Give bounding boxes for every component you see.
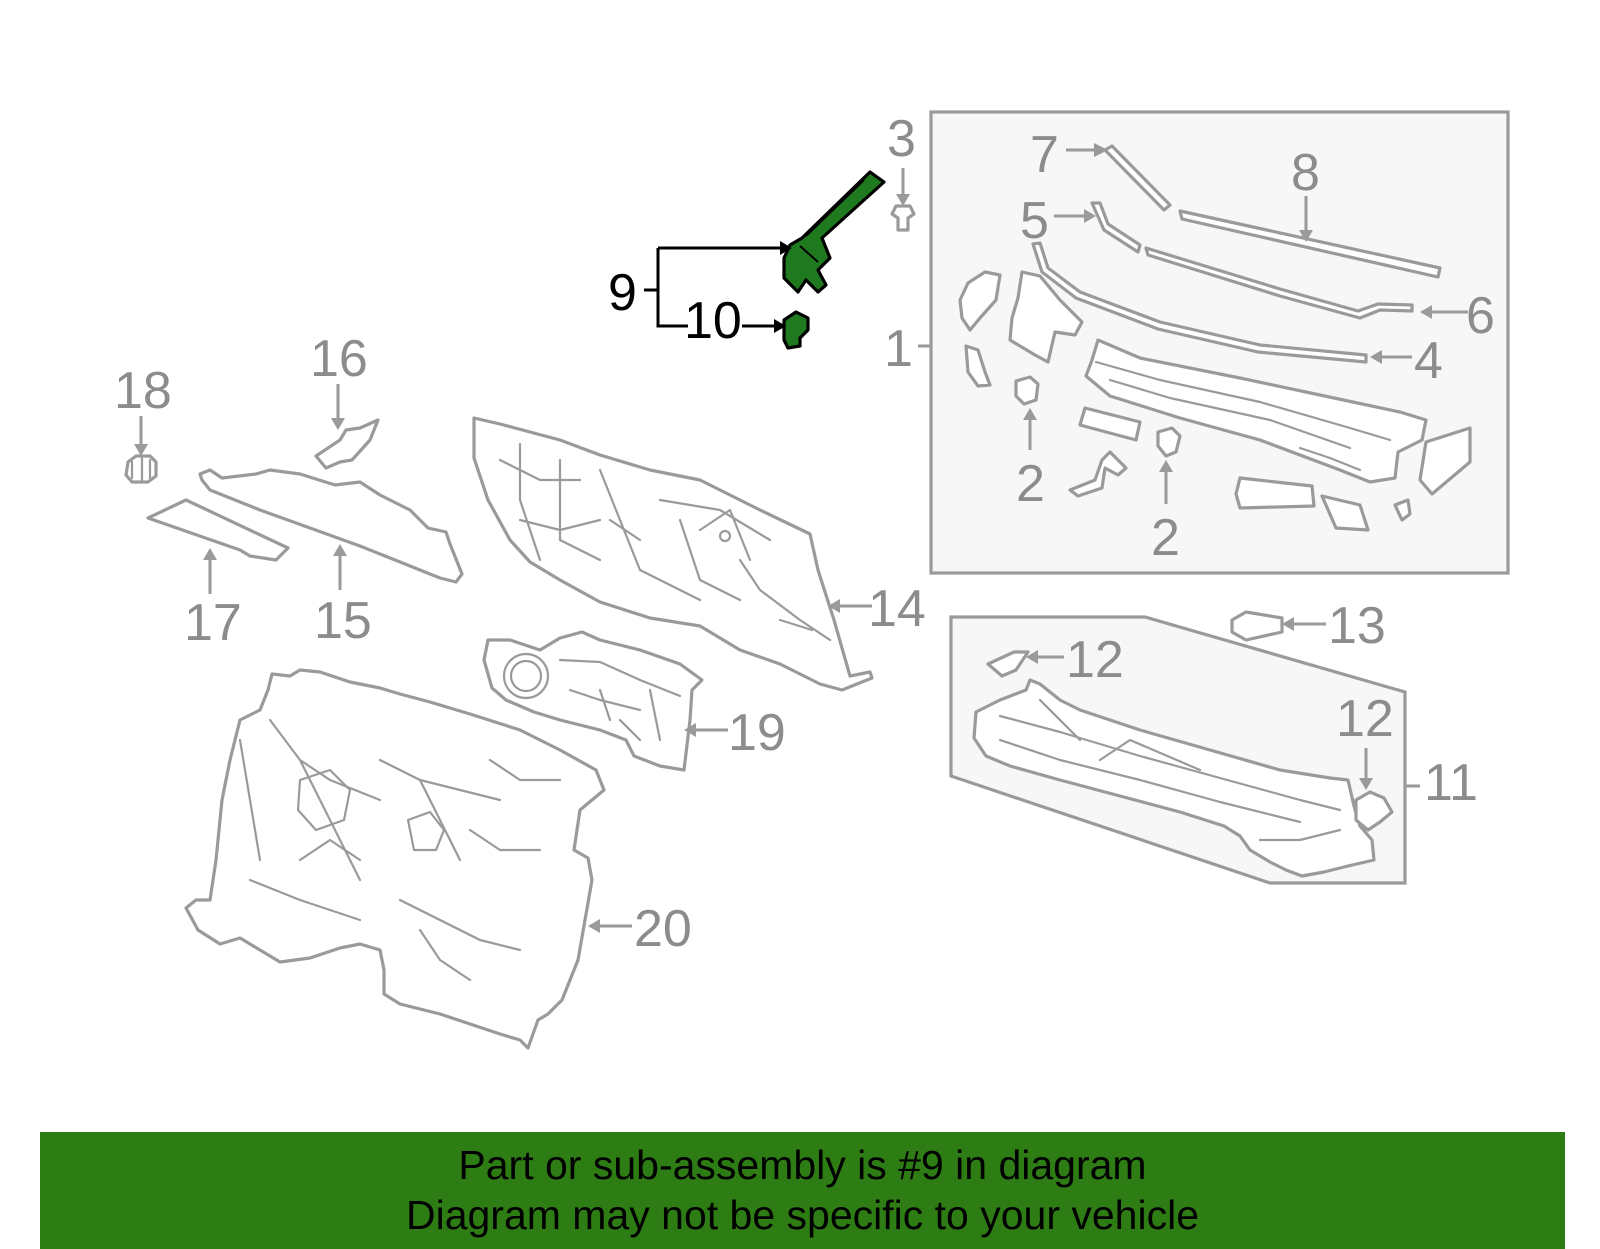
callout-14: 14 (868, 580, 926, 638)
part-4-seal (1031, 241, 1368, 364)
callout-7: 7 (1030, 126, 1059, 184)
arrow-10 (774, 319, 786, 333)
part-7-molding (1103, 144, 1172, 212)
part-19-grommet-inner (509, 659, 543, 693)
part-18-nut-detail (130, 456, 152, 482)
part-1-cowl-lower-right (1320, 494, 1370, 532)
part-16-bracket (314, 418, 380, 470)
part-9-detail (799, 179, 865, 263)
part-1-cowl-lower-tray (1078, 406, 1142, 442)
arrow-12a (1026, 650, 1038, 664)
part-1-cowl-right-end (1418, 426, 1472, 496)
part-20-dash-insulator (184, 668, 606, 1050)
part-1-cowl-main (1084, 338, 1428, 484)
part-17-pad (146, 498, 290, 562)
arrow-7 (1094, 143, 1108, 157)
part-1-cowl-left-end (958, 270, 1002, 332)
callout-1: 1 (884, 320, 913, 378)
part-3-push-pin (890, 204, 916, 232)
part-11-detail (998, 698, 1342, 842)
arrow-9 (780, 241, 792, 255)
arrow-2b (1159, 460, 1173, 472)
callout-16: 16 (310, 330, 368, 388)
part-1-cowl-hose (1068, 450, 1128, 498)
arrow-5 (1084, 209, 1096, 223)
arrow-18 (134, 444, 148, 456)
part-1-cowl-clip (1393, 498, 1412, 522)
part-12-clip-left (986, 650, 1030, 678)
part-2-clip-b (1156, 426, 1182, 458)
part-6-seal (1144, 246, 1414, 320)
part-15-insulator (198, 468, 464, 584)
part-14-grommet (718, 529, 732, 543)
part-20-cutout-2 (406, 810, 446, 852)
leader-9 (644, 246, 782, 328)
callout-9: 9 (608, 264, 637, 322)
part-14-dash-insulator (472, 416, 874, 692)
callout-8: 8 (1291, 144, 1320, 202)
callout-12-right: 12 (1336, 690, 1394, 748)
part-1-cowl-main-detail (1094, 360, 1392, 472)
part-9-cowl-bracket[interactable] (782, 170, 886, 294)
part-12-clip-right (1354, 790, 1394, 832)
arrow-19 (684, 723, 696, 737)
callout-4: 4 (1414, 332, 1443, 390)
arrow-2a (1023, 408, 1037, 420)
callout-19: 19 (728, 704, 786, 762)
part-19-grommet (502, 652, 550, 700)
callout-10: 10 (684, 292, 742, 350)
callout-2-left: 2 (1016, 455, 1045, 513)
callout-11: 11 (1424, 754, 1478, 812)
callout-6: 6 (1466, 287, 1495, 345)
part-13-duct (1230, 610, 1284, 642)
footer-banner: Part or sub-assembly is #9 in diagram Di… (40, 1132, 1565, 1249)
part-14-detail (498, 442, 832, 642)
arrow-4 (1370, 350, 1382, 364)
parts-diagram: 1 2 2 3 4 5 6 7 8 9 10 11 12 12 13 14 15… (114, 110, 1510, 1050)
part-11-cowl-lower (972, 678, 1376, 878)
callout-15: 15 (314, 592, 372, 650)
arrow-8 (1299, 230, 1313, 242)
arrow-15 (333, 544, 347, 556)
part-1-cowl-lower-center (1234, 476, 1316, 510)
arrow-17 (203, 548, 217, 560)
callout-12-left: 12 (1066, 631, 1124, 689)
arrow-3 (896, 194, 910, 206)
part-19-detail (558, 658, 682, 742)
arrow-6 (1420, 305, 1432, 319)
callout-3: 3 (887, 110, 916, 168)
callout-5: 5 (1020, 192, 1049, 250)
arrow-20 (588, 919, 600, 933)
part-10-bracket-clip (782, 310, 810, 350)
part-20-cutout (296, 768, 352, 832)
footer-line-1: Part or sub-assembly is #9 in diagram (458, 1142, 1147, 1188)
footer-line-2: Diagram may not be specific to your vehi… (405, 1192, 1199, 1238)
callout-20: 20 (634, 900, 692, 958)
arrow-16 (331, 418, 345, 430)
part-2-clip-a (1014, 375, 1040, 406)
part-1-cowl-small-piece (964, 344, 992, 388)
callout-13: 13 (1328, 597, 1386, 655)
callout-18: 18 (114, 362, 172, 420)
callout-17: 17 (184, 594, 242, 652)
part-20-detail (238, 718, 562, 982)
callout-2-right: 2 (1151, 509, 1180, 567)
arrow-13 (1282, 617, 1294, 631)
part-8-weatherstrip (1178, 209, 1442, 279)
arrow-14 (828, 599, 840, 613)
part-5-seal (1090, 201, 1142, 254)
part-1-cowl-left-bracket (1008, 270, 1084, 364)
arrow-12b (1359, 778, 1373, 790)
